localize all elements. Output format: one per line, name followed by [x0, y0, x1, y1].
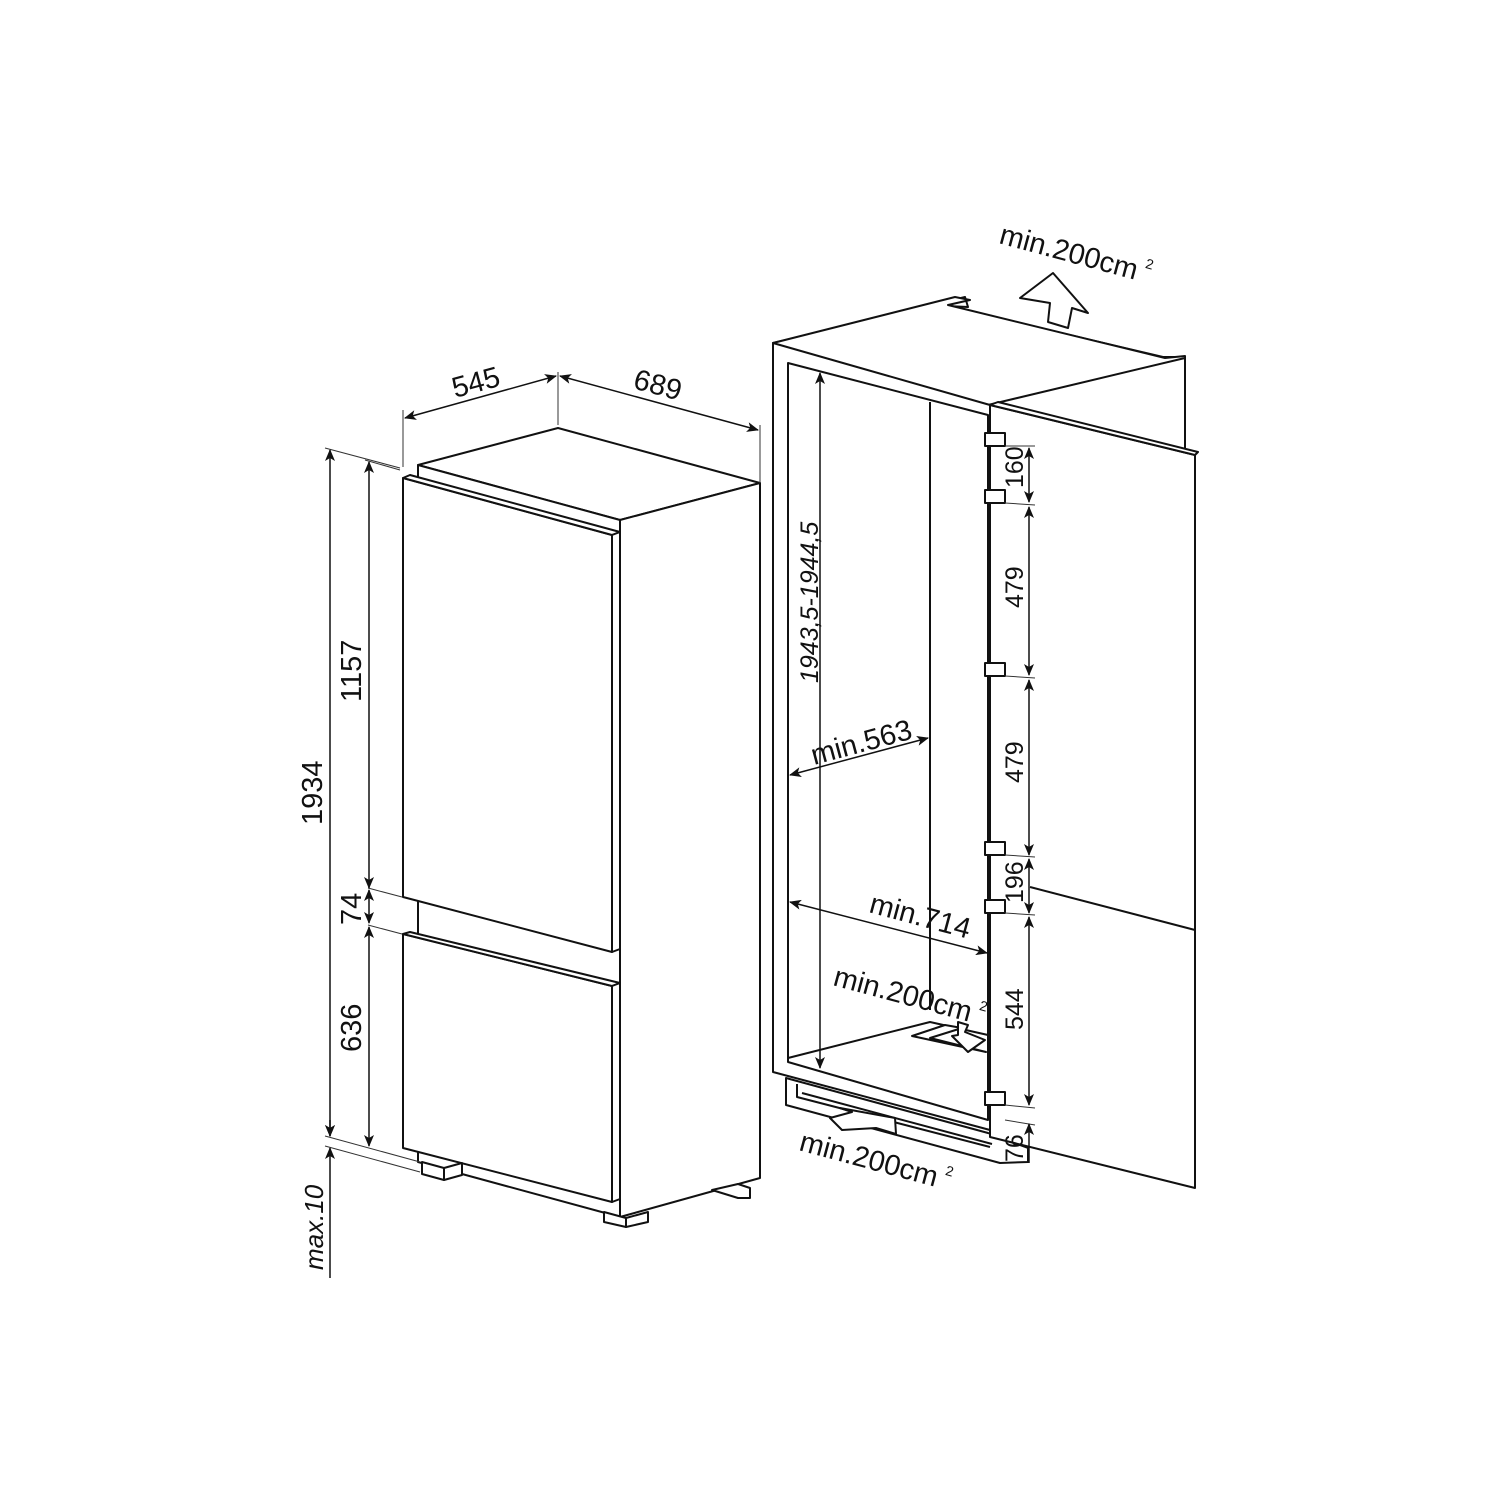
niche-floor [787, 1021, 989, 1059]
dim-depth-label: 545 [449, 361, 504, 404]
door-split-line [1029, 886, 1196, 931]
foot [625, 1211, 649, 1228]
hinge-icon [984, 1091, 1006, 1106]
foot [711, 1183, 751, 1199]
appliance-side [619, 482, 761, 1218]
upper-door [402, 477, 613, 953]
dim-min-depth-line [789, 736, 929, 777]
dim-upper-door-label: 1157 [336, 640, 368, 702]
svg-text:2: 2 [944, 1162, 956, 1180]
dim-min-width-line [789, 899, 988, 956]
dim-hinge-6-label: 76 [1001, 1134, 1029, 1162]
dim-hinge-1-label: 160 [1001, 446, 1029, 488]
hinge-icon [984, 432, 1006, 447]
dim-max-adjust-label: max.10 [299, 1184, 329, 1270]
appliance-view: 545 689 1934 1157 74 636 max.10 [297, 361, 761, 1278]
kitchen-door-panel [989, 404, 1196, 1189]
foot [443, 1162, 463, 1181]
plinth-slot [796, 1084, 991, 1148]
hinge-icon [984, 662, 1006, 677]
niche-view: 160 479 479 196 544 76 1943,5-1944,5 min… [772, 219, 1199, 1193]
dim-total-height-label: 1934 [297, 760, 329, 825]
svg-text:2: 2 [1144, 255, 1156, 273]
upper-door-side-edge [611, 531, 621, 953]
svg-text:2: 2 [978, 997, 990, 1015]
plinth-slot-inner [801, 1092, 993, 1145]
dim-hinge-5-label: 544 [1001, 988, 1029, 1030]
hinge-markers [984, 432, 1006, 1106]
vent-in-arrow-icon [829, 1107, 897, 1135]
dim-hinge-4-label: 196 [1001, 861, 1029, 903]
vent-top-label: min.200cm 2 [996, 219, 1156, 287]
kitchen-door-edge [989, 401, 1199, 456]
dim-door-gap-label: 74 [336, 893, 368, 925]
dim-depth-line [404, 374, 557, 420]
dim-niche-height-label: 1943,5-1944,5 [796, 522, 824, 683]
dim-width-line [559, 374, 759, 432]
hinge-icon [984, 489, 1006, 504]
hinge-icon [984, 841, 1006, 856]
lower-door-side-edge [611, 982, 621, 1203]
svg-text:min.200cm: min.200cm [996, 219, 1141, 287]
dim-hinge-3-label: 479 [1001, 741, 1029, 783]
vent-down-arrow-icon [951, 1021, 986, 1053]
dim-width-label: 689 [630, 364, 685, 407]
inner-vent-slot [911, 1024, 987, 1053]
dim-hinge-2-label: 479 [1001, 566, 1029, 608]
vent-up-arrow-icon [1019, 272, 1089, 329]
dim-lower-door-label: 636 [336, 1004, 368, 1052]
